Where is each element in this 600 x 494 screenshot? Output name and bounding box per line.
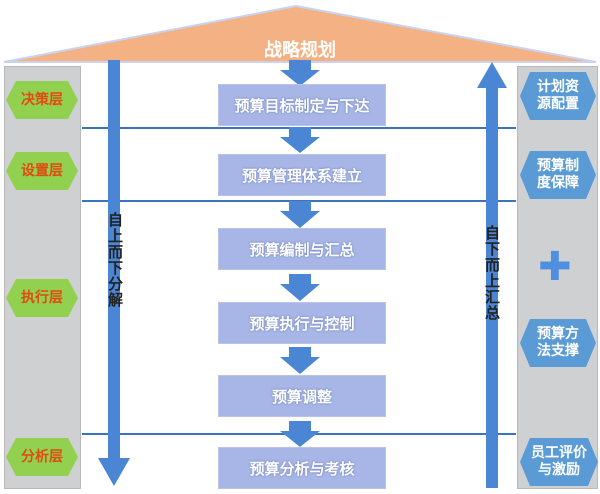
layer-execution-label: 执行层 [21, 290, 63, 306]
bottom-up-label: 自下而上汇总 [483, 225, 501, 321]
bottom-up-arrow [477, 62, 507, 488]
layer-analysis: 分析层 [6, 438, 78, 476]
hexagon-shape [6, 279, 78, 317]
resource-allocation: 计划资 源配置 [520, 72, 596, 120]
employee-evaluation-incentive-label: 员工评价 与激励 [531, 445, 587, 478]
flow-arrow-5 [280, 421, 320, 447]
hexagon-shape [6, 152, 78, 190]
budget-method-support-label: 预算方 法支撑 [537, 326, 579, 359]
hexagon-shape [520, 72, 596, 120]
budget-method-support: 预算方 法支撑 [520, 319, 596, 367]
hexagon-shape [6, 438, 78, 476]
hexagon-shape [520, 151, 596, 199]
step-adjustment: 预算调整 [218, 375, 386, 417]
resource-allocation-label: 计划资 源配置 [537, 79, 579, 112]
step-analysis-assessment: 预算分析与考核 [218, 447, 386, 489]
flow-arrow-4 [280, 347, 320, 374]
step-target-setting: 预算目标制定与下达 [218, 84, 386, 126]
hexagon-shape [6, 81, 78, 119]
step-compilation: 预算编制与汇总 [218, 228, 386, 270]
left-panel [4, 66, 81, 489]
layer-setup: 设置层 [6, 152, 78, 190]
hexagon-shape [520, 438, 598, 486]
step-system-establishment: 预算管理体系建立 [218, 154, 386, 196]
employee-evaluation-incentive: 员工评价 与激励 [520, 438, 598, 486]
hexagon-shape [520, 319, 596, 367]
flow-arrow-0 [280, 60, 320, 86]
right-panel [517, 66, 598, 489]
plus-icon: ✚ [538, 244, 572, 290]
flow-arrow-2 [280, 201, 320, 228]
flow-arrow-3 [280, 274, 320, 301]
layer-decision-label: 决策层 [21, 92, 63, 108]
layer-analysis-label: 分析层 [21, 449, 63, 465]
top-down-label: 自上而下分解 [106, 212, 124, 308]
budget-system-guarantee-label: 预算制 度保障 [537, 158, 579, 191]
layer-execution: 执行层 [6, 279, 78, 317]
flow-arrow-1 [280, 127, 320, 153]
top-down-arrow [98, 60, 130, 486]
strategy-title: 战略规划 [264, 40, 336, 61]
budget-system-guarantee: 预算制 度保障 [520, 151, 596, 199]
layer-decision: 决策层 [6, 81, 78, 119]
layer-setup-label: 设置层 [21, 163, 63, 179]
step-execution-control: 预算执行与控制 [218, 302, 386, 344]
